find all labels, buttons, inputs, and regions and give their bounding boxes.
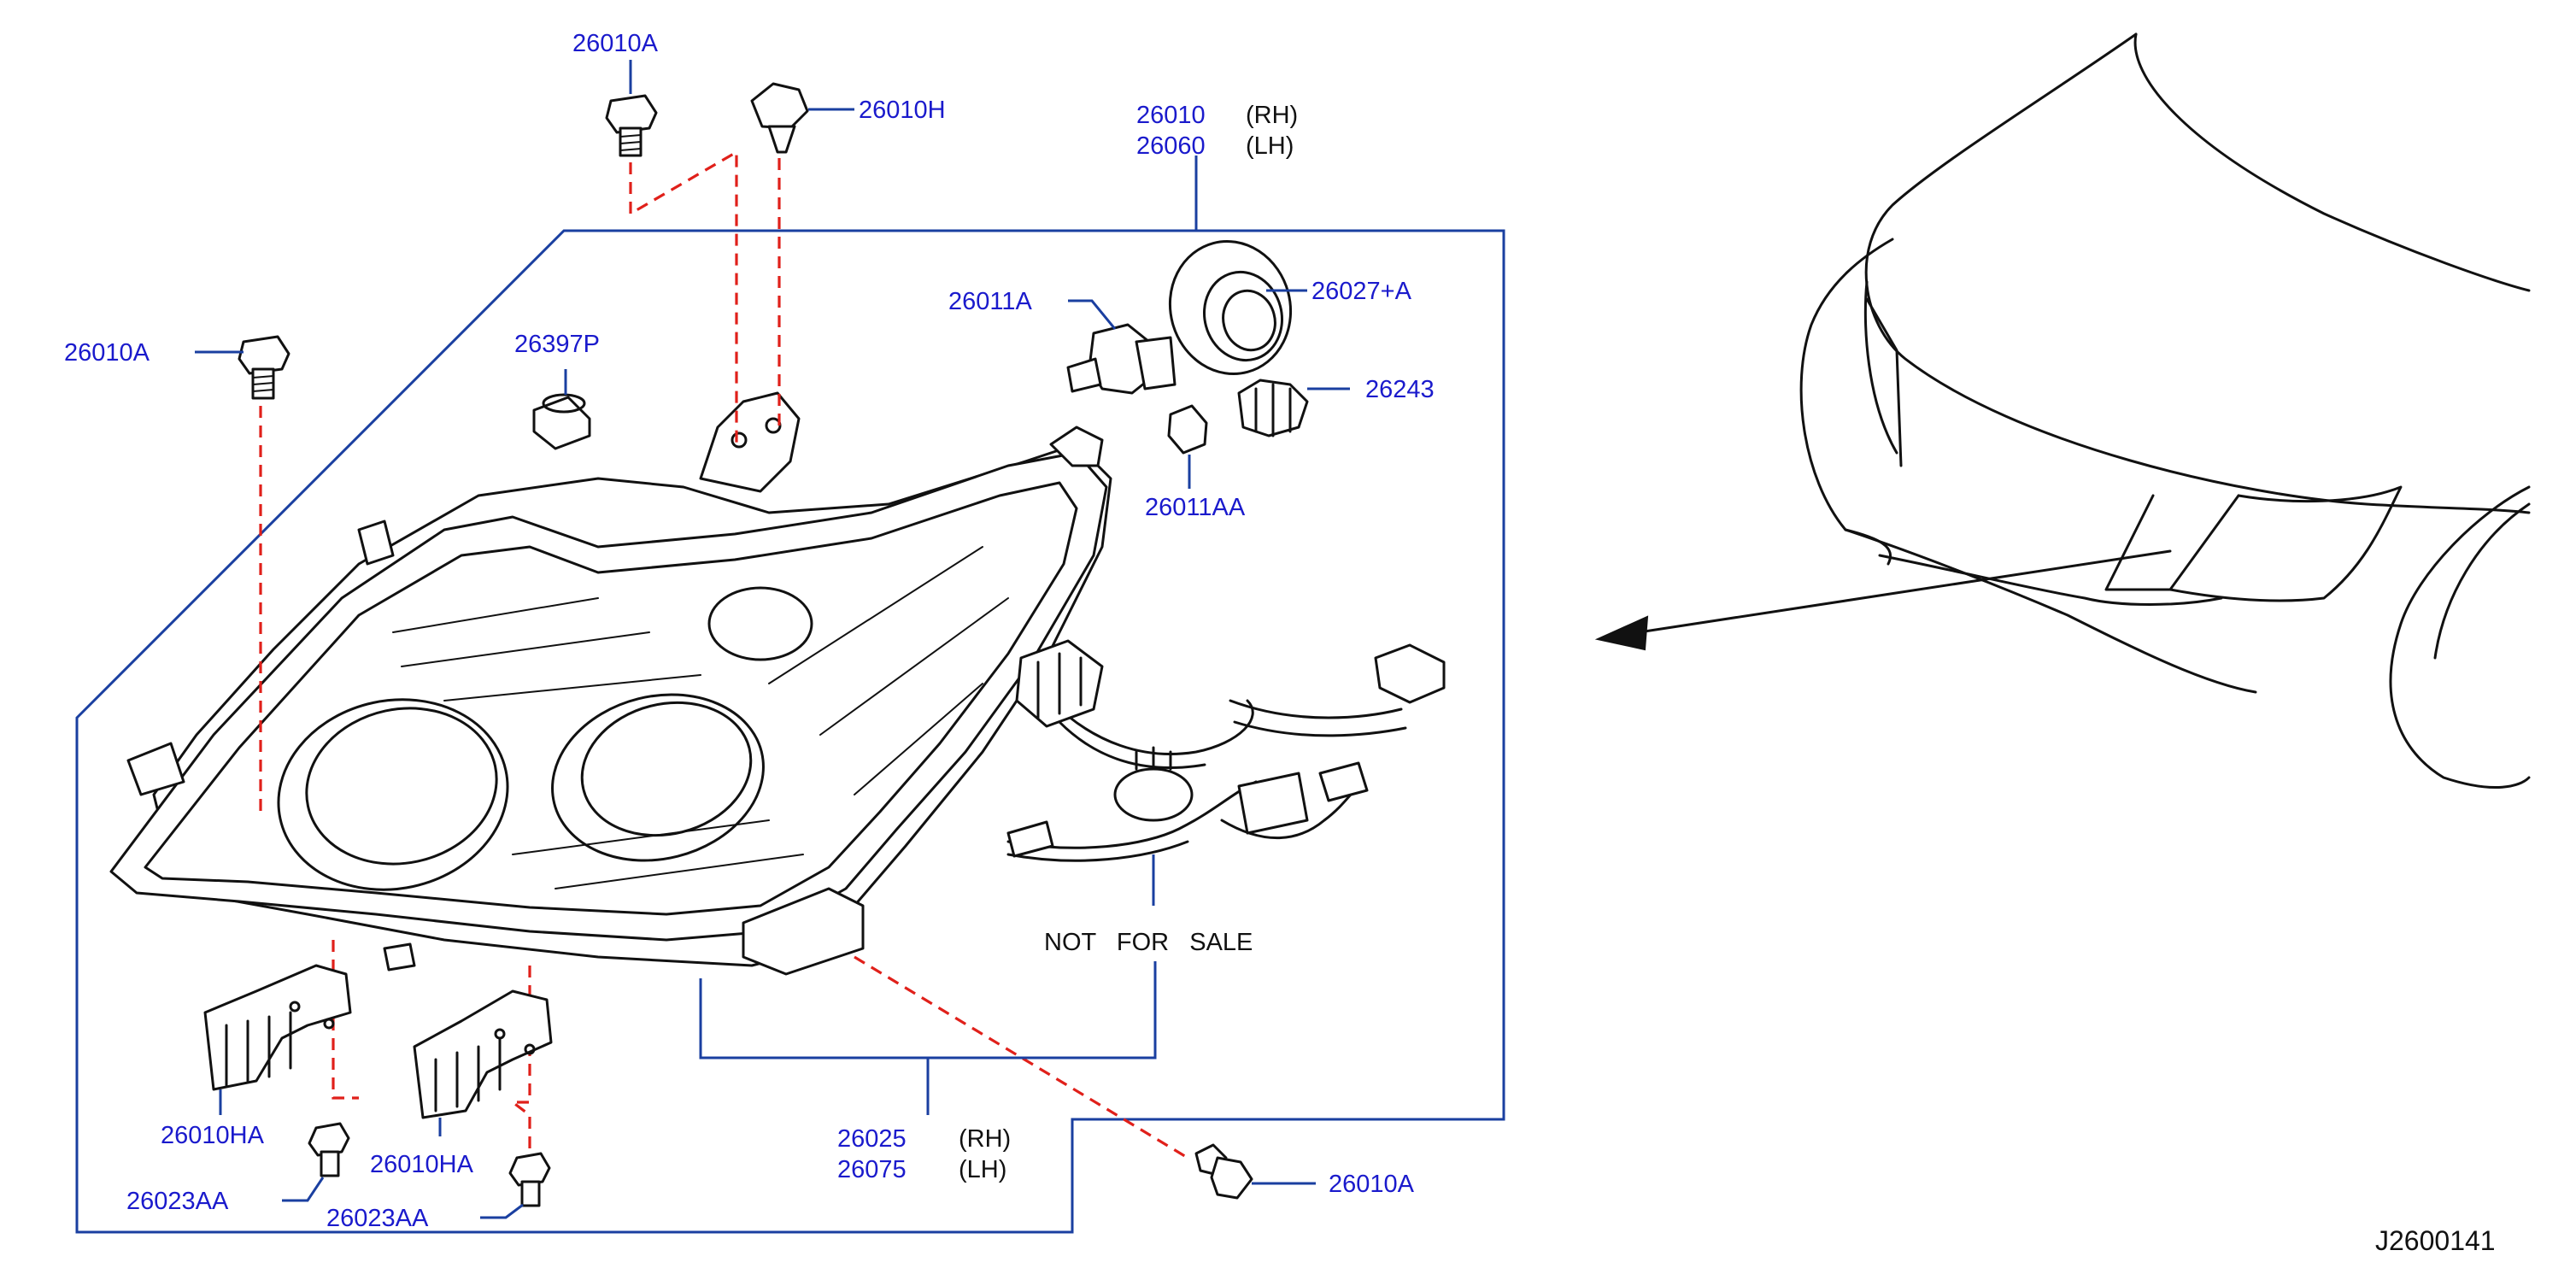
label-harness-side-lh: (LH)	[959, 1156, 1006, 1183]
label-bolt-top: 26010A	[572, 30, 659, 57]
label-bulb-main: 26011A	[948, 288, 1032, 315]
bracket-icon	[203, 964, 352, 1091]
bulb-icon	[1066, 323, 1177, 395]
label-headlamp-side-lh: (LH)	[1246, 132, 1294, 160]
label-screw-right: 26023AA	[326, 1205, 429, 1232]
bolt-icon	[1194, 1143, 1253, 1200]
wire-harness	[1006, 639, 1446, 862]
headlamp-assembly	[109, 391, 1112, 976]
label-cap: 26027+A	[1311, 278, 1412, 305]
label-harness-lh: 26075	[837, 1156, 907, 1183]
label-clip-top: 26010H	[859, 97, 946, 124]
screw-icon	[308, 1122, 350, 1177]
diagram-id: J2600141	[2375, 1225, 2496, 1256]
label-bracket-right: 26010HA	[370, 1151, 474, 1178]
bolt-icon	[238, 335, 290, 400]
label-headlamp-lh: 26060	[1136, 132, 1206, 160]
bulb-socket-icon	[1237, 379, 1309, 437]
label-headlamp-rh: 26010	[1136, 102, 1206, 129]
group-frame	[75, 229, 1505, 1234]
screw-icon	[508, 1152, 551, 1207]
clip-icon	[750, 82, 809, 154]
cap-small-icon	[532, 393, 591, 450]
label-bracket-left: 26010HA	[161, 1122, 265, 1149]
label-bolt-left: 26010A	[64, 339, 150, 367]
arrow-icon	[1594, 549, 2172, 651]
bulb-small-icon	[1167, 404, 1208, 455]
label-bolt-right: 26010A	[1329, 1171, 1415, 1198]
label-harness-side-rh: (RH)	[959, 1125, 1011, 1153]
label-harness-rh: 26025	[837, 1125, 907, 1153]
label-bulb-small: 26011AA	[1145, 494, 1246, 521]
label-bulb-socket: 26243	[1365, 376, 1435, 403]
cap-icon	[1168, 240, 1293, 375]
label-headlamp-side-rh: (RH)	[1246, 102, 1298, 129]
label-harness-note: NOT FOR SALE	[1044, 929, 1253, 956]
vehicle-front-view	[1799, 32, 2531, 789]
bolt-icon	[605, 94, 658, 157]
label-screw-left: 26023AA	[126, 1188, 229, 1215]
label-cap-small: 26397P	[514, 331, 600, 358]
bracket-icon	[413, 989, 553, 1119]
